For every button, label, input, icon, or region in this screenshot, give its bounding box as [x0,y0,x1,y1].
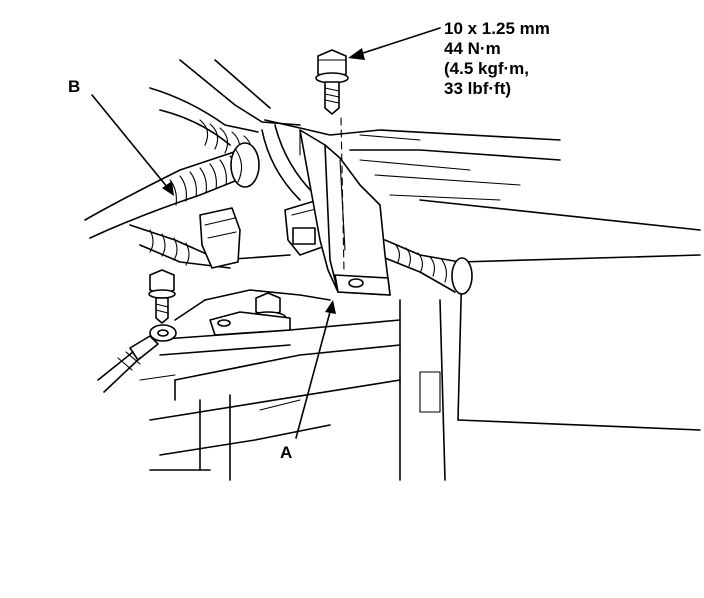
callout-b-leader-line [91,94,169,189]
spec-leader-line [359,27,441,55]
callout-a-arrowhead [325,300,336,314]
torque-kgfm-label: (4.5 kgf·m, [444,59,529,78]
bracket-a [299,129,391,296]
torque-lbfft-label: 33 lbf·ft) [444,79,511,98]
mounting-bolt [315,49,349,273]
callout-b-label: B [68,77,80,96]
wire-harness-b [84,87,473,295]
torque-nm-label: 44 N·m [444,39,501,58]
callout-a-leader-line [295,311,331,439]
callout-a-label: A [280,443,292,462]
leader-lines [91,27,441,439]
bolt-size-label: 10 x 1.25 mm [444,19,550,38]
spec-arrowhead [348,48,365,60]
body-panels [139,59,701,481]
ground-bolt-assembly [97,269,291,393]
callout-b-arrowhead [162,181,174,196]
